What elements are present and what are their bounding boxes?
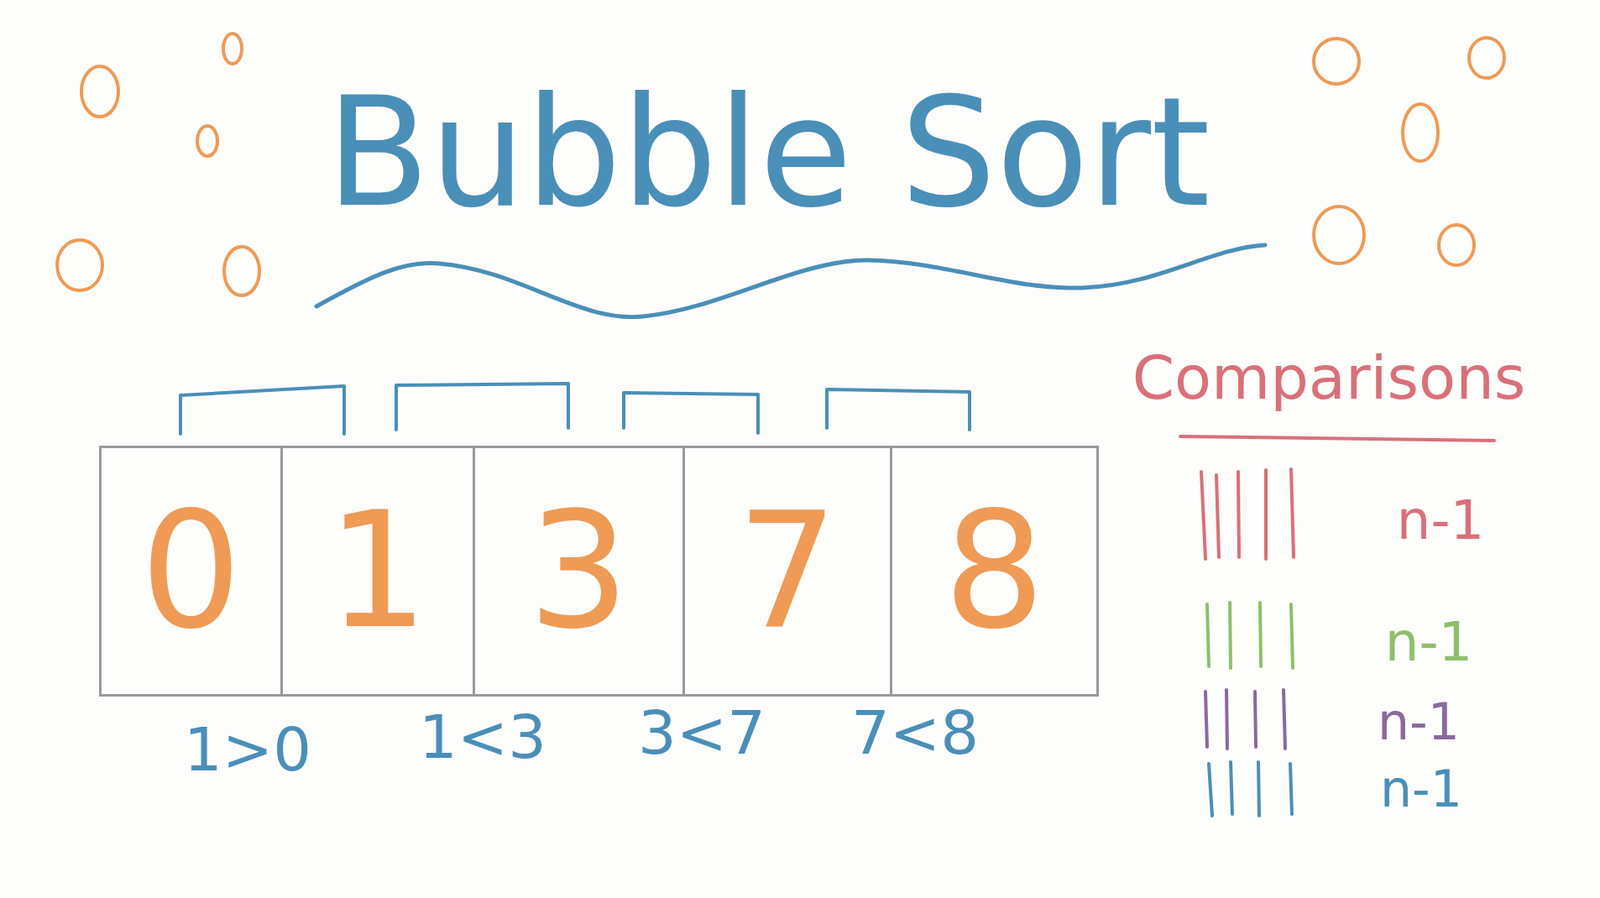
comparison-note: 3<7 bbox=[637, 702, 766, 764]
tally-row bbox=[1207, 602, 1293, 669]
bracket bbox=[623, 392, 759, 434]
bubble bbox=[224, 246, 260, 296]
bubble bbox=[1469, 37, 1505, 79]
bubble bbox=[1438, 224, 1475, 266]
bubbles bbox=[57, 33, 1505, 296]
cell-value: 8 bbox=[943, 491, 1046, 652]
array-cell: 8 bbox=[889, 445, 1099, 697]
count-label: n-1 bbox=[1396, 493, 1485, 548]
comparison-note: 7<8 bbox=[851, 702, 979, 764]
bubble bbox=[1402, 104, 1438, 162]
count-label: n-1 bbox=[1385, 615, 1473, 670]
tally-row bbox=[1208, 762, 1292, 816]
array-cell: 0 bbox=[99, 445, 283, 697]
wavy-underline bbox=[316, 245, 1266, 318]
tally-row bbox=[1205, 690, 1286, 749]
bubble bbox=[57, 240, 103, 291]
tally-row bbox=[1201, 469, 1294, 560]
brackets bbox=[180, 383, 970, 434]
bubble bbox=[81, 66, 119, 117]
comparison-note: 1<3 bbox=[418, 706, 547, 768]
tally-marks bbox=[1201, 469, 1294, 816]
bracket bbox=[826, 389, 970, 430]
title: Bubble Sort bbox=[325, 77, 1210, 229]
cell-value: 1 bbox=[327, 491, 429, 652]
heading-underline bbox=[1180, 436, 1495, 441]
bubble bbox=[1313, 38, 1360, 84]
cell-value: 7 bbox=[737, 491, 839, 652]
bubble bbox=[1313, 206, 1365, 264]
bubble bbox=[197, 125, 218, 157]
bracket bbox=[180, 386, 345, 434]
array-cell: 1 bbox=[280, 445, 476, 697]
array-cell: 7 bbox=[682, 445, 893, 697]
array-cell: 3 bbox=[472, 445, 685, 697]
count-label: n-1 bbox=[1377, 696, 1460, 748]
bubble bbox=[223, 33, 242, 64]
cell-value: 3 bbox=[528, 491, 630, 652]
count-label: n-1 bbox=[1380, 763, 1463, 815]
comparison-note: 1>0 bbox=[183, 719, 312, 780]
bracket bbox=[396, 383, 569, 430]
cell-value: 0 bbox=[140, 491, 242, 652]
heading: Comparisons bbox=[1132, 347, 1527, 408]
